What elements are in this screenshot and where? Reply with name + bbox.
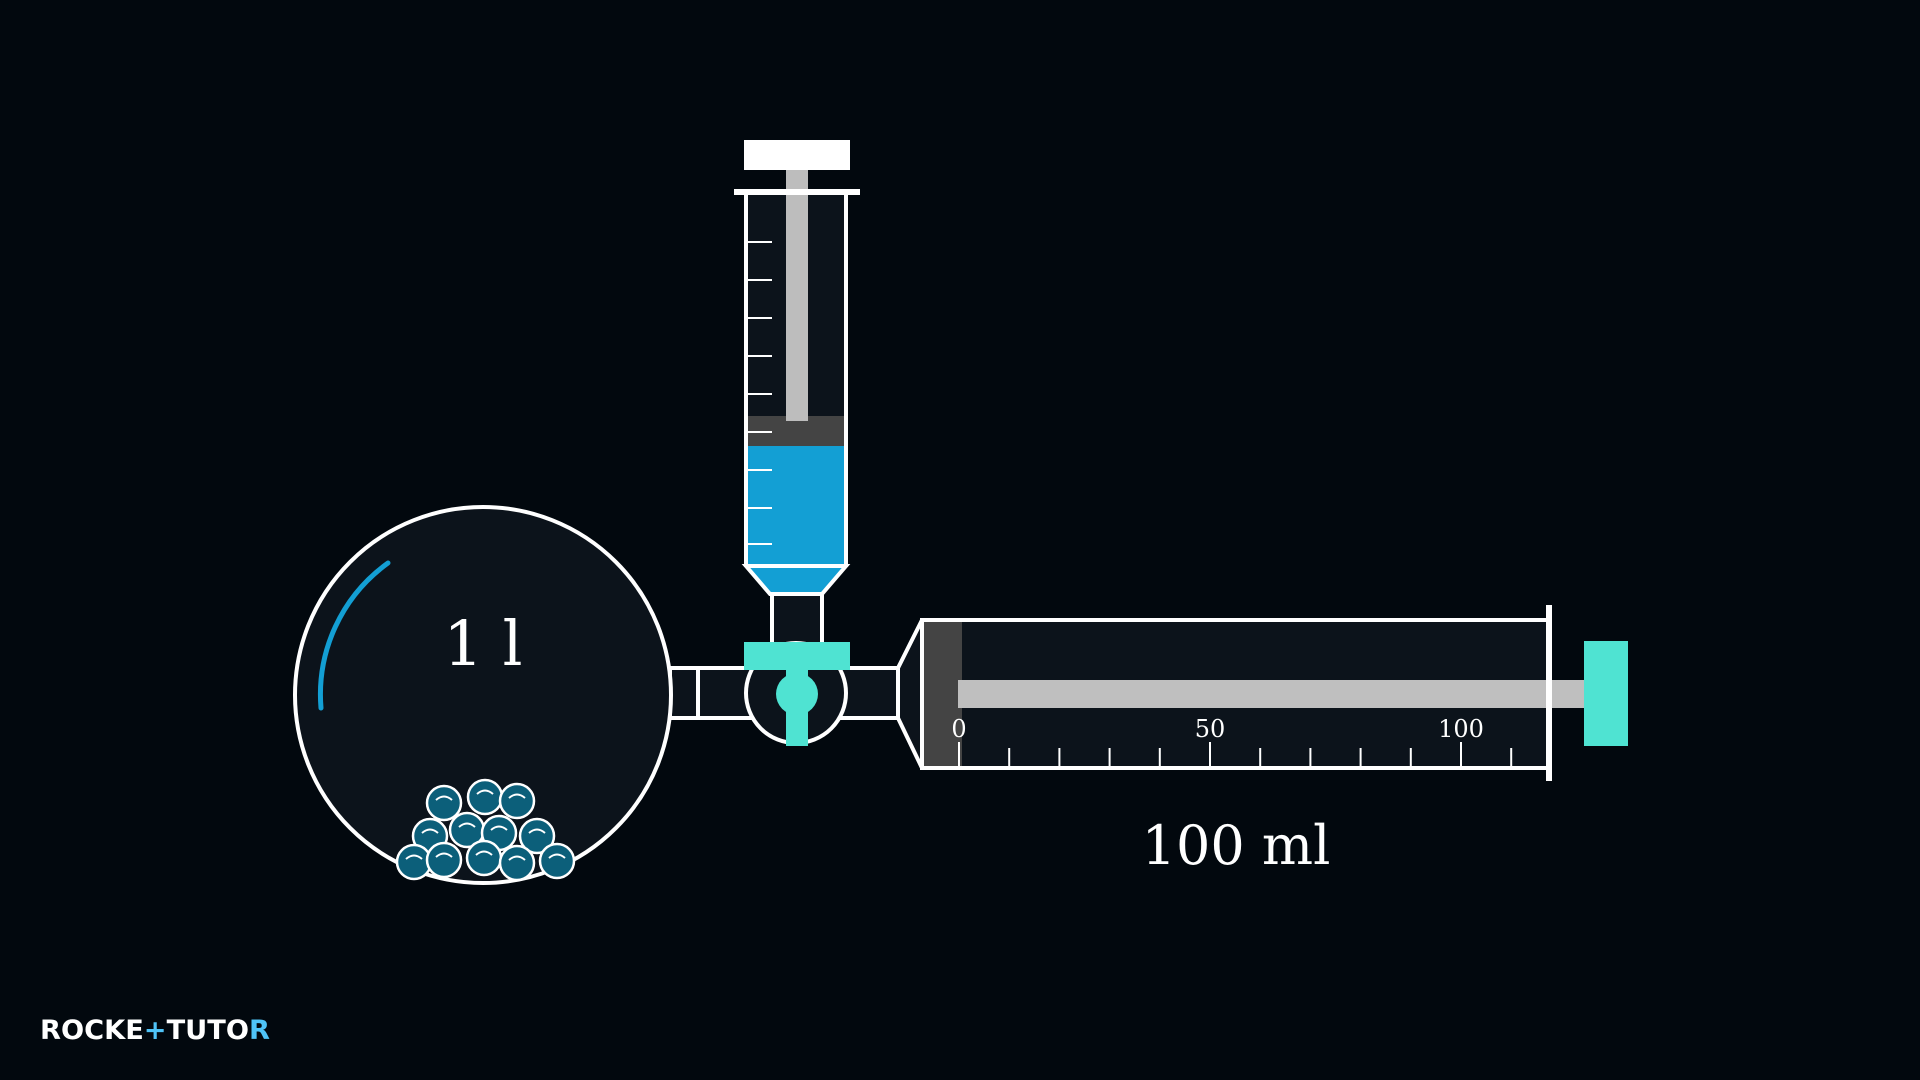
- flask-body: [293, 505, 673, 885]
- round-flask: 1 l: [293, 505, 673, 885]
- marble: [465, 839, 503, 877]
- syringe-flange: [1546, 605, 1552, 781]
- stopcock-handle[interactable]: [744, 642, 850, 670]
- marble-pile: [395, 778, 576, 882]
- connector-tube: [668, 641, 900, 746]
- funnel-plunger-pad: [744, 140, 850, 170]
- funnel-cone: [741, 564, 851, 596]
- scale-label-50: 50: [1195, 715, 1226, 743]
- marble: [498, 782, 536, 820]
- marble: [498, 844, 536, 882]
- flask-volume-label: 1 l: [444, 607, 523, 680]
- gas-syringe: 0 50 100 100 ml: [896, 605, 1628, 877]
- marble: [538, 842, 576, 880]
- syringe-thumb-pad[interactable]: [1584, 641, 1628, 746]
- syringe-plunger-stopper: [924, 622, 962, 766]
- scale-label-100: 100: [1438, 715, 1484, 743]
- marble: [395, 843, 433, 881]
- marble: [425, 784, 463, 822]
- funnel-stem: [770, 592, 824, 646]
- brand-logo: ROCKE+TUTOR: [40, 1015, 270, 1046]
- flask-highlight: [317, 560, 391, 711]
- brand-text: ROCKE+TUTOR: [40, 1015, 270, 1046]
- syringe-plunger-rod: [958, 680, 1588, 708]
- syringe-nozzle: [896, 619, 924, 769]
- scale-label-0: 0: [951, 715, 966, 743]
- funnel-graduations: [748, 241, 772, 545]
- marble: [425, 841, 463, 879]
- stopcock-plug: [776, 673, 818, 715]
- funnel-plunger-rod: [786, 168, 808, 421]
- funnel-flange: [734, 189, 860, 195]
- syringe-volume-label: 100 ml: [1142, 814, 1331, 877]
- marble: [518, 817, 556, 855]
- dropping-funnel: [734, 140, 860, 646]
- syringe-scale: [958, 742, 1513, 768]
- funnel-liquid: [748, 446, 844, 564]
- marble: [466, 778, 504, 816]
